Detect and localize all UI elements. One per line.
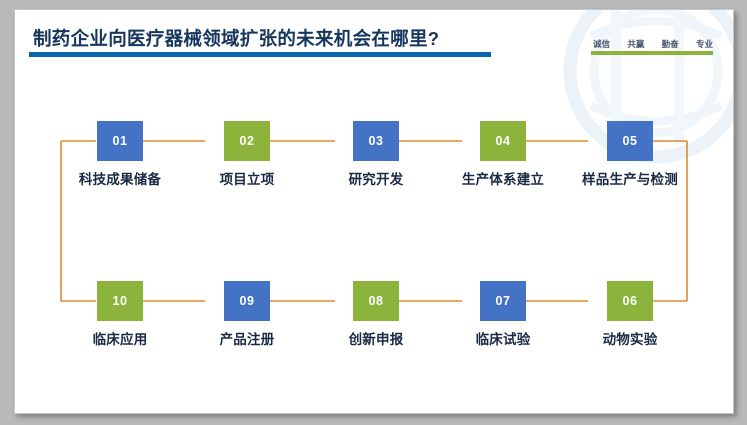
flow-node-02[interactable]: 02 项目立项	[187, 121, 307, 188]
flow-node-label-09: 产品注册	[219, 332, 275, 347]
flow-node-04[interactable]: 04 生产体系建立	[443, 121, 563, 188]
flow-node-number-06: 06	[607, 281, 653, 321]
flow-node-number-08: 08	[353, 281, 399, 321]
flow-node-09[interactable]: 09 产品注册	[187, 281, 307, 348]
flow-node-06[interactable]: 06 动物实验	[570, 281, 690, 348]
flow-node-number-05: 05	[607, 121, 653, 161]
flow-node-label-04: 生产体系建立	[461, 172, 545, 187]
flow-node-number-10: 10	[97, 281, 143, 321]
flow-node-number-02: 02	[224, 121, 270, 161]
flow-node-number-04: 04	[480, 121, 526, 161]
flow-node-08[interactable]: 08 创新申报	[316, 281, 436, 348]
slogan-word-2: 共赢	[627, 39, 645, 49]
flow-node-label-01: 科技成果储备	[78, 172, 162, 187]
slogan-word-4: 专业	[695, 39, 713, 49]
flow-node-label-03: 研究开发	[348, 172, 404, 187]
flow-node-label-06: 动物实验	[602, 332, 658, 347]
flow-node-03[interactable]: 03 研究开发	[316, 121, 436, 188]
flow-node-10[interactable]: 10 临床应用	[60, 281, 180, 348]
flow-node-label-02: 项目立项	[219, 172, 275, 187]
flow-node-number-07: 07	[480, 281, 526, 321]
flow-node-number-09: 09	[224, 281, 270, 321]
flow-node-05[interactable]: 05 样品生产与检测	[570, 121, 690, 188]
slogan-underline-rule	[591, 51, 713, 55]
flow-node-label-10: 临床应用	[92, 332, 148, 347]
flow-node-number-03: 03	[353, 121, 399, 161]
flow-node-label-07: 临床试验	[475, 332, 531, 347]
page-title: 制药企业向医疗器械领域扩张的未来机会在哪里?	[33, 28, 440, 49]
title-underline-rule	[29, 52, 491, 57]
flow-node-number-01: 01	[97, 121, 143, 161]
company-slogan: 诚信 共赢 勤奋 专业	[593, 38, 713, 50]
flow-node-01[interactable]: 01 科技成果储备	[60, 121, 180, 188]
process-flow-diagram: 01 科技成果储备 02 项目立项 03 研究开发 04 生产体系建立 05 样…	[15, 10, 733, 413]
flow-connector-lines	[60, 140, 688, 302]
flow-node-07[interactable]: 07 临床试验	[443, 281, 563, 348]
slogan-word-1: 诚信	[593, 39, 611, 49]
flow-node-label-08: 创新申报	[348, 332, 404, 347]
slogan-word-3: 勤奋	[661, 39, 679, 49]
slide-canvas: 制药企业向医疗器械领域扩张的未来机会在哪里? 诚信 共赢 勤奋 专业	[14, 9, 734, 414]
flow-node-label-05: 样品生产与检测	[582, 172, 678, 187]
